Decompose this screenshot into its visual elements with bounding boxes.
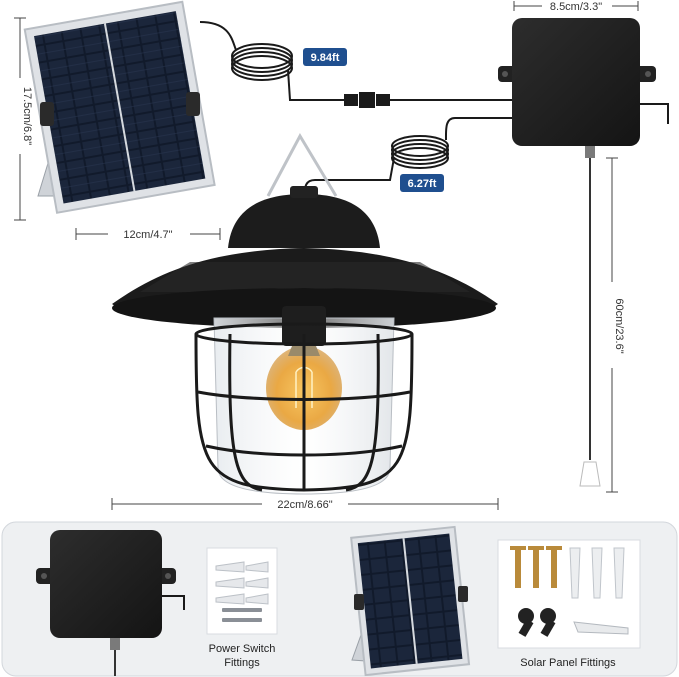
solar-panel-fittings-caption: Solar Panel Fittings [520,657,616,669]
pull-cord-label: 60cm/23.6" [613,298,625,353]
pull-cord-dimension: 60cm/23.6" [605,157,625,493]
panel-width-label: 12cm/4.7" [123,229,172,241]
switch-box [498,18,656,158]
cable-lamp-label: 6.27ft [408,178,437,190]
box-width-label: 8.5cm/3.3" [550,1,602,13]
power-switch-fittings [206,547,278,635]
accessory-tray: Power Switch Fittings [1,521,678,677]
cable-solar-label: 9.84ft [311,52,340,64]
pull-cord [579,158,601,487]
lamp-width-label: 22cm/8.66" [277,499,332,511]
switch-box-closeup [36,530,185,676]
cable-lamp-badge: 6.27ft [400,174,444,192]
solar-panel [23,0,216,214]
lamp-width-dimension: 22cm/8.66" [111,496,499,512]
power-switch-caption-line1: Power Switch [209,643,276,655]
box-width-dimension: 8.5cm/3.3" [513,0,639,13]
power-switch-caption-line2: Fittings [224,657,260,669]
panel-height-dimension: 17.5cm/6.8" [13,17,33,221]
cables [199,21,669,193]
cable-coil-solar [231,43,293,81]
solar-panel-closeup [350,525,471,677]
panel-height-label: 17.5cm/6.8" [21,87,33,145]
solar-panel-fittings [497,539,641,649]
cable-coil-lamp [391,135,449,169]
lantern [112,132,498,495]
cable-solar-badge: 9.84ft [303,48,347,66]
panel-width-dimension: 12cm/4.7" [75,226,221,242]
